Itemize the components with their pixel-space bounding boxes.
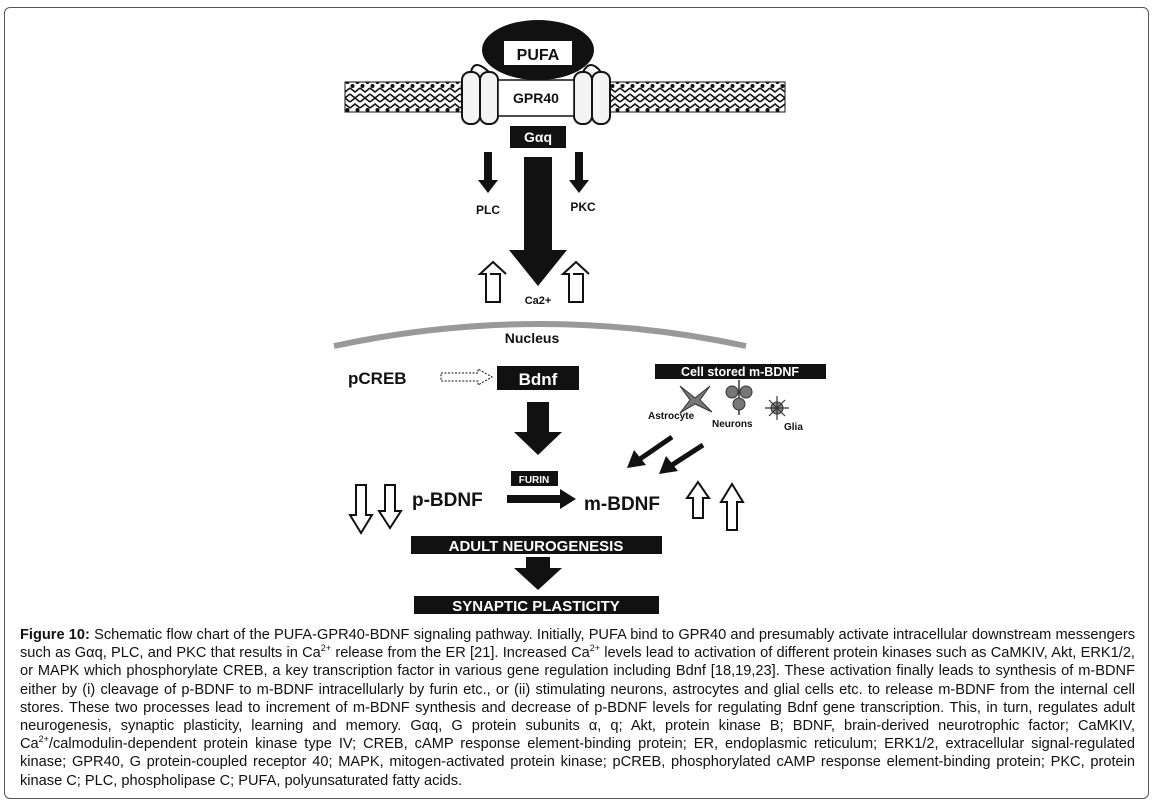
adult-neurogenesis-box: ADULT NEUROGENESIS xyxy=(411,536,662,555)
nucleus-membrane xyxy=(333,321,747,349)
pufa-ligand: PUFA xyxy=(482,20,594,80)
calcium-release-arrow xyxy=(509,157,567,286)
release-arrows xyxy=(627,434,705,474)
pkc-arrow xyxy=(569,152,589,193)
m-bdnf-label: m-BDNF xyxy=(584,494,660,515)
furin-label: FURIN xyxy=(519,475,550,486)
p-bdnf-decrease-arrow-1 xyxy=(348,484,374,535)
ca2-label: Ca2+ xyxy=(525,295,552,307)
caption-text-4: /calmodulin-dependent protein kinase typ… xyxy=(20,736,1135,789)
caption-label: Figure 10: xyxy=(20,627,90,643)
bdnf-label: Bdnf xyxy=(519,370,558,389)
neurogenesis-to-plasticity-arrow xyxy=(514,557,562,590)
m-bdnf-increase-arrow-2 xyxy=(719,482,745,531)
cell-stored-mbdnf-box: Cell stored m-BDNF xyxy=(655,364,826,379)
neurons-label: Neurons xyxy=(712,419,753,430)
adult-neurogenesis-label: ADULT NEUROGENESIS xyxy=(449,538,624,555)
caption-text-3: levels lead to activation of different p… xyxy=(20,645,1135,753)
pathway-diagram: GPR40 PUFA Gαq PLC PKC Ca2+ Nucleus pCRE… xyxy=(333,20,826,615)
galpha-q-box: Gαq xyxy=(510,126,566,148)
furin-box: FURIN xyxy=(511,471,558,486)
figure-caption: Figure 10: Schematic flow chart of the P… xyxy=(20,626,1135,790)
pcreb-label: pCREB xyxy=(348,369,407,388)
neurons-icon xyxy=(725,380,753,415)
cell-stored-label: Cell stored m-BDNF xyxy=(681,365,799,379)
pkc-label: PKC xyxy=(570,200,596,214)
synaptic-plasticity-box: SYNAPTIC PLASTICITY xyxy=(414,596,659,615)
astrocyte-icon xyxy=(679,385,713,414)
astrocyte-label: Astrocyte xyxy=(648,411,695,422)
synaptic-plasticity-label: SYNAPTIC PLASTICITY xyxy=(452,598,620,615)
glia-icon xyxy=(765,396,789,420)
ca-increase-arrow-right xyxy=(560,260,590,303)
plc-label: PLC xyxy=(476,203,500,217)
cleavage-arrow xyxy=(507,489,576,509)
pcreb-to-bdnf-arrow xyxy=(440,368,494,386)
galpha-q-label: Gαq xyxy=(524,129,552,145)
nucleus-label: Nucleus xyxy=(505,330,560,346)
m-bdnf-increase-arrow-1 xyxy=(685,480,711,519)
plc-arrow xyxy=(478,152,498,193)
bdnf-box: Bdnf xyxy=(497,366,579,390)
caption-text-2: release from the ER [21]. Increased Ca xyxy=(331,645,590,662)
p-bdnf-decrease-arrow-2 xyxy=(377,484,403,530)
caption-sup-3: 2+ xyxy=(38,734,49,745)
bdnf-to-pbdnf-arrow xyxy=(514,402,562,455)
pufa-label: PUFA xyxy=(517,47,560,64)
gpr40-receptor: GPR40 xyxy=(461,64,611,125)
caption-sup-2: 2+ xyxy=(589,643,600,654)
caption-text-1: Schematic flow chart of the PUFA-GPR40-B… xyxy=(20,627,1136,662)
ca-increase-arrow-left xyxy=(477,260,507,303)
caption-sup-1: 2+ xyxy=(320,643,332,654)
glia-label: Glia xyxy=(784,422,803,433)
figure-frame xyxy=(4,7,1149,799)
p-bdnf-label: p-BDNF xyxy=(412,490,483,511)
gpr40-label: GPR40 xyxy=(513,90,559,106)
